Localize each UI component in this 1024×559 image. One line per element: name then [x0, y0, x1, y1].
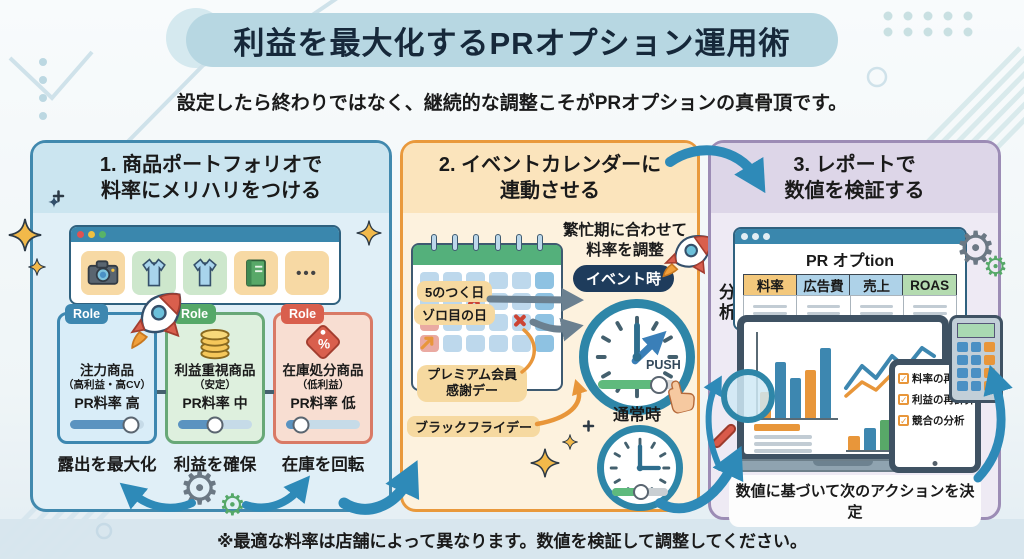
checkbox-icon[interactable]: ✓	[898, 415, 909, 426]
hand-pointer-icon	[668, 380, 695, 414]
checkbox-icon[interactable]: ✓	[898, 373, 909, 384]
checkbox-icon[interactable]: ✓	[898, 394, 909, 405]
busy-season-note: 繁忙期に合わせて 料率を調整	[562, 222, 687, 260]
event-label-zorome: ゾロ目の日	[414, 304, 496, 325]
clock-face	[595, 315, 679, 399]
footer-note: ※最適な料率は店舗によって異なります。数値を検証して調整してください。	[217, 532, 807, 551]
rate-label: PR料率 中	[182, 395, 248, 412]
push-label: PUSH	[646, 358, 681, 372]
role-tag: Role	[281, 304, 325, 324]
calendar-header	[413, 245, 561, 265]
window-close-dot	[77, 231, 84, 238]
ellipsis-icon: •••	[285, 251, 329, 295]
card-connector	[157, 390, 166, 394]
event-label-premium: プレミアム会員 感謝デー	[417, 365, 528, 402]
panel1-title: 1. 商品ポートフォリオで 料率にメリハリをつける	[33, 143, 389, 213]
panel-event-calendar: 2. イベントカレンダーに 連動させる 繁忙期に合わせて 料率を調整 イベント時…	[400, 140, 713, 512]
panel-product-portfolio: 1. 商品ポートフォリオで 料率にメリハリをつける •••	[30, 140, 392, 521]
gear-icon: ⚙	[179, 462, 221, 514]
window-dot	[741, 233, 748, 240]
rocket-icon	[130, 292, 182, 349]
slider-thumb[interactable]	[633, 484, 650, 500]
svg-text:%: %	[318, 336, 330, 351]
panel3-title: 3. レポートで 数値を検証する	[711, 143, 998, 213]
analysis-label: 分析	[716, 283, 735, 323]
checklist-item: ✓ 競合の分析	[898, 415, 965, 427]
rate-label: PR料率 低	[290, 395, 356, 412]
card-name: 利益重視商品	[174, 363, 256, 378]
page-title: 利益を最大化するPRオプション運用術	[186, 13, 838, 67]
normal-time-clock	[597, 425, 683, 511]
calculator-screen	[957, 323, 995, 338]
report-caption: 数値に基づいて次のアクションを決定	[729, 475, 981, 527]
calendar-rings	[413, 234, 561, 251]
calculator-keys	[957, 342, 995, 391]
coins-icon	[168, 315, 262, 363]
event-label-blackfriday: ブラックフライデー	[407, 416, 541, 437]
text-placeholder-lines	[754, 424, 812, 456]
camera-icon	[81, 251, 125, 295]
role-tag: Role	[65, 304, 109, 324]
role-tag: Role	[173, 304, 217, 324]
report-title: PR オプtion	[806, 253, 894, 270]
card-connector	[265, 390, 274, 394]
event-time-clock: PUSH	[579, 299, 695, 415]
slider-thumb[interactable]	[292, 416, 310, 434]
window-titlebar	[735, 229, 965, 244]
rate-slider[interactable]	[286, 416, 360, 434]
page-subtitle: 設定したら終わりではなく、継続的な調整こそがPRオプションの真骨頂です。	[176, 93, 848, 114]
report-table: 料率 広告費 売上 ROAS	[743, 274, 957, 325]
product-browser-window: •••	[69, 225, 341, 305]
event-time-badge: イベント時	[573, 265, 675, 292]
role-card-focus-products: Role 注力商品 （高利益・高CV） PR料率 高	[57, 304, 157, 444]
magnifier-icon	[709, 369, 775, 451]
event-rate-slider[interactable]	[598, 375, 676, 394]
shirt-icon	[183, 251, 227, 295]
shirt-icon	[132, 251, 176, 295]
book-icon	[234, 251, 278, 295]
gear-icon: ⚙	[983, 251, 1009, 282]
arrow-marker-icon	[420, 336, 434, 350]
rocket-icon	[662, 235, 713, 278]
window-dot	[763, 233, 770, 240]
normal-time-label: 通常時	[612, 407, 661, 424]
rate-slider[interactable]	[70, 416, 144, 434]
product-tiles: •••	[71, 242, 339, 295]
slider-thumb[interactable]	[122, 416, 140, 434]
calculator-icon	[949, 315, 1003, 403]
x-marker-icon	[512, 313, 527, 328]
panel2-title: 2. イベントカレンダーに 連動させる	[403, 143, 697, 213]
price-tag-icon: %	[276, 315, 370, 363]
window-minimize-dot	[88, 231, 95, 238]
event-label-day5: 5のつく日	[417, 281, 493, 302]
window-maximize-dot	[99, 231, 106, 238]
table-header-row: 料率 広告費 売上 ROAS	[743, 274, 957, 296]
window-titlebar	[71, 227, 339, 242]
card-name: 在庫処分商品	[282, 363, 364, 378]
role-card-clearance-products: Role % 在庫処分商品 （低利益） PR料率 低	[273, 304, 373, 444]
rate-slider[interactable]	[178, 416, 252, 434]
rate-label: PR料率 高	[74, 395, 140, 412]
slider-thumb[interactable]	[649, 375, 668, 394]
gear-icon: ⚙	[219, 489, 246, 522]
normal-rate-slider[interactable]	[612, 484, 668, 500]
gear-icon: ⚙	[955, 222, 997, 274]
panel-report-verify: 3. レポートで 数値を検証する 分析 PR オプtion 料率 広告費 売上 …	[708, 140, 1008, 527]
role-card-profit-products: Role 利益重視商品 （安定） PR料率 中	[165, 304, 265, 444]
slider-thumb[interactable]	[206, 416, 224, 434]
tablet-home-button	[932, 461, 938, 466]
card-name: 注力商品	[80, 363, 134, 378]
window-dot	[752, 233, 759, 240]
